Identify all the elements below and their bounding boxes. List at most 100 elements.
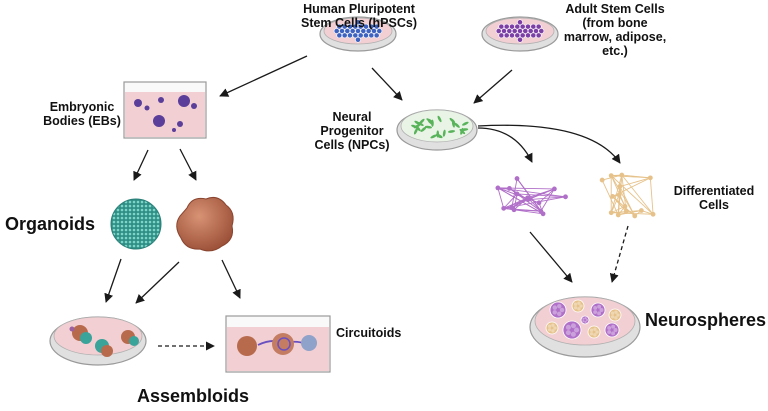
- neuron-neurite: [497, 187, 505, 209]
- assembloid-brown-part: [101, 345, 113, 357]
- differentiated-cell-soma: [616, 192, 622, 198]
- neurosphere: [608, 308, 622, 322]
- arrow-npc-to-differentiated: [477, 124, 621, 164]
- neuron-neurite: [503, 193, 518, 209]
- arrow-hpsc-to-eb: [219, 55, 308, 97]
- neurosphere-cell: [570, 323, 576, 329]
- differentiated-cell-neurite: [619, 177, 651, 188]
- neurosphere-cluster: [545, 299, 622, 340]
- npc-cell: [451, 120, 455, 128]
- neurosphere-cell: [556, 311, 562, 317]
- eb-body: [153, 115, 165, 127]
- neuron-soma: [511, 207, 517, 213]
- neurosphere-cell: [607, 330, 612, 334]
- arrow-brown-to-assembloid: [135, 261, 180, 304]
- differentiated-cell-soma: [608, 173, 614, 179]
- neuron-soma: [538, 208, 544, 214]
- circuitoid-ring: [277, 337, 291, 351]
- neurosphere-cell: [570, 331, 576, 337]
- eb-body: [134, 99, 142, 107]
- differentiated-cell-soma: [623, 209, 629, 214]
- neurosphere-cell: [565, 330, 571, 336]
- neurosphere-cell: [573, 327, 580, 333]
- neurosphere-cell: [582, 317, 585, 320]
- assembloid-teal-part: [129, 336, 139, 346]
- label-npcs: Neural Progenitor Cells (NPCs): [314, 110, 390, 152]
- adult-cell: [538, 28, 545, 34]
- neuron-soma: [551, 186, 557, 192]
- adult-cell: [517, 36, 523, 43]
- neuron-neurite: [511, 178, 518, 208]
- neuron-neurite: [527, 196, 566, 201]
- hpsc-cell: [355, 36, 361, 43]
- differentiated-cell-soma: [650, 211, 656, 217]
- neurosphere-cell: [552, 310, 557, 315]
- neuron-neurite: [517, 193, 566, 198]
- neurosphere-cell: [584, 316, 587, 320]
- differentiated-cell-neurite: [612, 196, 627, 212]
- neuron-soma: [501, 205, 507, 211]
- eb-body: [172, 128, 176, 132]
- neurosphere-cell: [599, 308, 604, 312]
- neurosphere-cell: [559, 307, 565, 313]
- differentiated-cell-neurite: [618, 210, 642, 216]
- neurosphere-cell: [607, 325, 612, 330]
- neurosphere-cell: [552, 305, 558, 310]
- arrow-brown-to-circuitoid: [221, 259, 241, 299]
- hpsc-cell: [355, 19, 361, 26]
- neuron-soma: [514, 191, 520, 197]
- neurosphere-cell: [573, 306, 578, 310]
- eb-body: [178, 95, 190, 107]
- npc-cell: [435, 134, 443, 139]
- differentiated-cell-neurite: [621, 174, 654, 215]
- neurosphere-cell: [593, 305, 598, 310]
- neuron-neurite: [513, 197, 528, 211]
- npc-cell: [424, 125, 432, 129]
- adult-cell: [498, 32, 505, 39]
- neurosphere-cell: [585, 318, 589, 322]
- arrow-adult-to-npc: [473, 69, 513, 104]
- assembloid-teal-part: [80, 332, 92, 344]
- adult-cell: [503, 32, 510, 39]
- eb-body: [144, 105, 150, 111]
- neurosphere-cell: [557, 303, 562, 309]
- neurosphere-cell: [614, 316, 618, 320]
- npc-cell: [420, 126, 427, 132]
- neuron-soma: [495, 185, 501, 191]
- neurosphere-cell: [565, 324, 571, 330]
- adult-stem-dish: [481, 16, 559, 52]
- arrow-neurons-to-neurospheres: [529, 231, 573, 283]
- neurosphere-cell: [595, 330, 599, 334]
- label-circuitoids: Circuitoids: [336, 326, 402, 340]
- hpsc-cell: [347, 32, 353, 39]
- neurosphere: [549, 301, 567, 319]
- neurosphere-cell: [547, 328, 552, 332]
- npc-cell: [462, 121, 469, 126]
- differentiated-cell-neurite: [610, 175, 636, 217]
- neuron-neurite: [511, 197, 528, 208]
- neurosphere-cell: [551, 329, 555, 333]
- differentiated-cell-neurite: [649, 177, 654, 215]
- neurosphere: [545, 321, 559, 335]
- label-assembloids: Assembloids: [137, 386, 250, 406]
- label-hpsc: Human Pluripotent Stem Cells (hPSCs): [300, 2, 417, 30]
- differentiated-cell-neurite: [601, 179, 619, 216]
- npc-cell-cluster: [411, 115, 469, 139]
- eb-body: [191, 103, 197, 109]
- neurosphere-cell: [610, 311, 615, 315]
- npc-cell: [413, 127, 418, 135]
- neurosphere-cell: [593, 333, 597, 337]
- circuitoid-mid: [272, 333, 294, 355]
- label-differentiated-cells: Differentiated Cells: [673, 184, 755, 212]
- arrow-npc-to-neurons: [477, 127, 533, 163]
- neurosphere-cell: [551, 323, 555, 327]
- npc-cell: [415, 125, 421, 132]
- neurosphere-cell: [611, 331, 616, 336]
- neurosphere-cell: [616, 313, 620, 317]
- neuron-neurite: [513, 193, 518, 210]
- hpsc-cell: [368, 32, 375, 39]
- assembloid-small-part: [69, 326, 75, 332]
- neurosphere-cell: [611, 324, 616, 329]
